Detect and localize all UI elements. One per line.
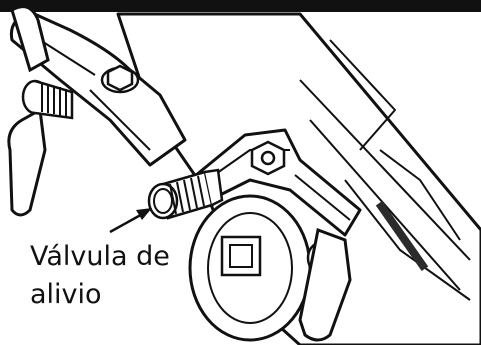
- left-threaded-bolt: [21, 79, 74, 120]
- callout-leader: [109, 208, 152, 234]
- upper-nut: [106, 64, 134, 92]
- base-drum: [188, 194, 312, 342]
- hex-nut: [250, 140, 286, 176]
- right-wing-handle: [298, 227, 352, 342]
- relief-valve-label-line1: Válvula de: [30, 241, 170, 272]
- relief-valve-label: Válvula de alivio: [30, 238, 170, 314]
- relief-valve-label-line2: alivio: [30, 279, 102, 310]
- relief-valve-knob: [147, 168, 224, 220]
- housing-shadow: [375, 200, 429, 272]
- top-border: [0, 0, 481, 12]
- left-wing-handle: [7, 5, 50, 217]
